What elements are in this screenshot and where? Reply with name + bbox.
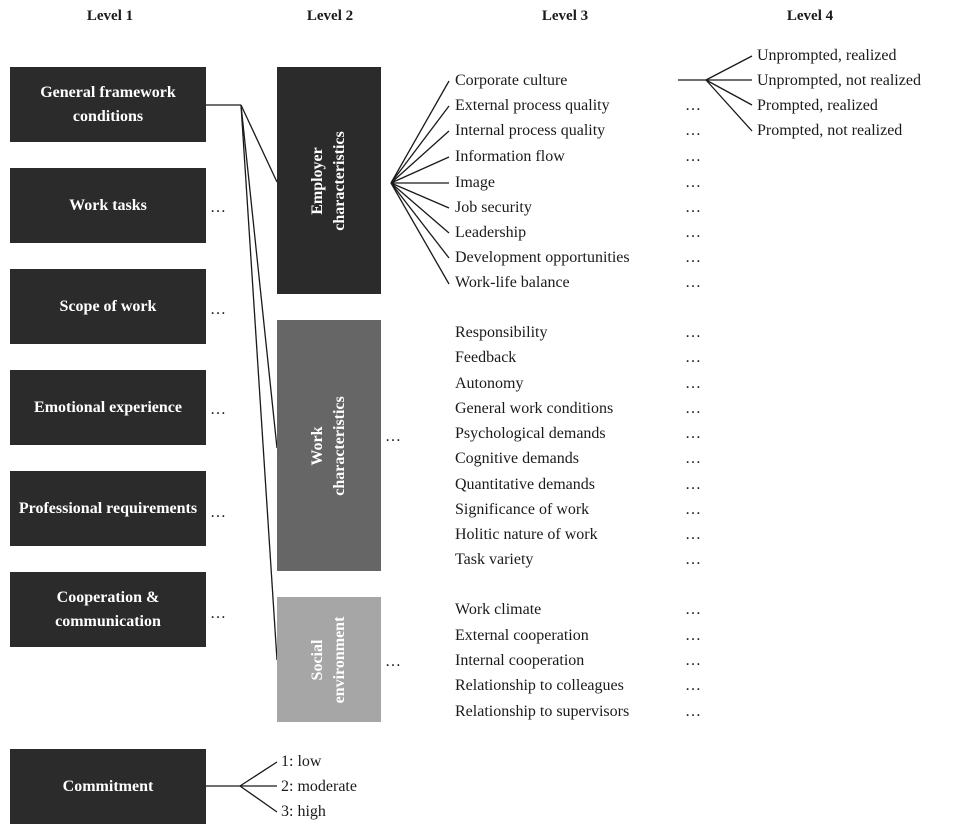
- level3-item: Autonomy: [455, 375, 524, 392]
- level3-item: Feedback: [455, 349, 517, 366]
- level2-work-label: Work characteristics: [309, 395, 348, 496]
- level3-dots: …: [685, 476, 701, 493]
- link-l1-work: [240, 104, 278, 449]
- level2-social-dots: …: [385, 653, 401, 670]
- level3-item: Work-life balance: [455, 274, 570, 291]
- commitment-level: 3: high: [281, 803, 326, 820]
- level3-dots: …: [685, 551, 701, 568]
- level3-dots: …: [685, 122, 701, 139]
- header-level-4: Level 4: [786, 8, 834, 24]
- level3-dots: …: [685, 501, 701, 518]
- level3-dots: …: [685, 199, 701, 216]
- level3-dots: …: [685, 400, 701, 417]
- level3-item: Holitic nature of work: [455, 526, 598, 543]
- level2-social-environment: Social environment: [277, 597, 381, 722]
- header-level-3: Level 3: [541, 8, 589, 24]
- commitment-level: 1: low: [281, 753, 322, 770]
- level3-dots: …: [685, 274, 701, 291]
- level2-social-label: Social environment: [309, 616, 348, 703]
- level4-item: Unprompted, not realized: [757, 72, 921, 89]
- level2-employer-label: Employer characteristics: [309, 130, 348, 231]
- level1-professional-requirements: Professional requirements: [10, 471, 206, 546]
- level4-item: Unprompted, realized: [757, 47, 897, 64]
- level3-item: Cognitive demands: [455, 450, 579, 467]
- level1-work-tasks-dots: …: [210, 199, 226, 216]
- level3-item: Significance of work: [455, 501, 590, 518]
- level3-dots: …: [685, 349, 701, 366]
- level3-dots: …: [685, 148, 701, 165]
- level3-item: Internal cooperation: [455, 652, 585, 669]
- level1-professional-dots: …: [210, 504, 226, 521]
- level2-work-dots: …: [385, 428, 401, 445]
- level2-employer-characteristics: Employer characteristics: [277, 67, 381, 294]
- level3-item: Corporate culture: [455, 72, 568, 89]
- level3-dots: …: [685, 526, 701, 543]
- header-level-2: Level 2: [306, 8, 354, 24]
- level3-dots: …: [685, 249, 701, 266]
- level3-dots: …: [685, 652, 701, 669]
- level3-dots: …: [685, 677, 701, 694]
- level1-work-tasks: Work tasks: [10, 168, 206, 243]
- level4-item: Prompted, realized: [757, 97, 878, 114]
- link-l1-social: [240, 104, 278, 661]
- level3-dots: …: [685, 224, 701, 241]
- level3-dots: …: [685, 97, 701, 114]
- level3-item: General work conditions: [455, 400, 614, 417]
- level1-general-framework: General framework conditions: [10, 67, 206, 142]
- level2-work-characteristics: Work characteristics: [277, 320, 381, 571]
- level3-item: Relationship to supervisors: [455, 703, 630, 720]
- level3-item: Task variety: [455, 551, 534, 568]
- level3-item: Internal process quality: [455, 122, 606, 139]
- level3-dots: …: [685, 450, 701, 467]
- header-level-1: Level 1: [86, 8, 134, 24]
- level3-item: Leadership: [455, 224, 527, 241]
- level3-item: Quantitative demands: [455, 476, 595, 493]
- level3-dots: …: [685, 375, 701, 392]
- level1-cooperation: Cooperation & communication: [10, 572, 206, 647]
- link-l1-employer: [240, 104, 278, 183]
- level3-dots: …: [685, 174, 701, 191]
- level3-dots: …: [685, 601, 701, 618]
- commitment-box: Commitment: [10, 749, 206, 824]
- level1-scope-dots: …: [210, 301, 226, 318]
- level3-dots: …: [685, 627, 701, 644]
- level4-item: Prompted, not realized: [757, 122, 903, 139]
- level3-item: Development opportunities: [455, 249, 630, 266]
- level3-item: Image: [455, 174, 495, 191]
- level1-scope-of-work: Scope of work: [10, 269, 206, 344]
- commitment-level: 2: moderate: [281, 778, 357, 795]
- level3-item: Information flow: [455, 148, 565, 165]
- level3-item: Relationship to colleagues: [455, 677, 624, 694]
- level3-item: Psychological demands: [455, 425, 606, 442]
- level3-item: Work climate: [455, 601, 542, 618]
- level1-emotional-dots: …: [210, 401, 226, 418]
- level3-item: External process quality: [455, 97, 610, 114]
- level3-dots: …: [685, 703, 701, 720]
- level1-emotional-experience: Emotional experience: [10, 370, 206, 445]
- level1-cooperation-dots: …: [210, 605, 226, 622]
- level3-item: External cooperation: [455, 627, 589, 644]
- level3-item: Responsibility: [455, 324, 548, 341]
- level3-dots: …: [685, 425, 701, 442]
- level3-item: Job security: [455, 199, 532, 216]
- level3-dots: …: [685, 324, 701, 341]
